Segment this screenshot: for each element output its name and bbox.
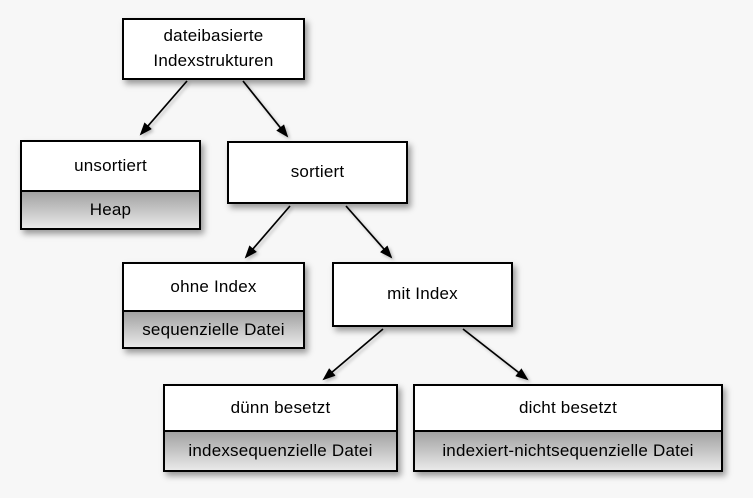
node-mit-index: mit Index [332,262,513,327]
node-sortiert: sortiert [227,141,408,204]
edge-mit-index-duenn-besetzt [322,328,384,381]
edge-root-sortiert [242,80,289,138]
node-subtitle: indexsequenzielle Datei [165,430,396,470]
node-title: unsortiert [74,155,147,175]
edge-sortiert-mit-index [345,205,393,259]
node-dateibasierte-indexstrukturen: dateibasierte Indexstrukturen [122,18,305,80]
node-dicht-besetzt: dicht besetzt indexiert-nichtsequenziell… [413,384,723,472]
node-subtitle: indexiert-nichtsequenzielle Datei [415,430,721,470]
node-title: dünn besetzt [230,397,331,417]
edge-sortiert-ohne-index [244,205,291,259]
node-title: ohne Index [170,276,257,296]
node-title: mit Index [387,284,458,304]
node-title: dateibasierte Indexstrukturen [153,26,274,70]
node-unsortiert: unsortiert Heap [20,140,201,230]
edge-root-unsortiert [139,80,188,136]
node-subtitle: Heap [22,190,199,228]
edge-mit-index-dicht-besetzt [462,328,529,381]
node-ohne-index: ohne Index sequenzielle Datei [122,262,305,349]
node-title: dicht besetzt [518,397,618,417]
node-duenn-besetzt: dünn besetzt indexsequenzielle Datei [163,384,398,472]
node-subtitle: sequenzielle Datei [124,310,303,347]
node-title: sortiert [290,162,345,182]
